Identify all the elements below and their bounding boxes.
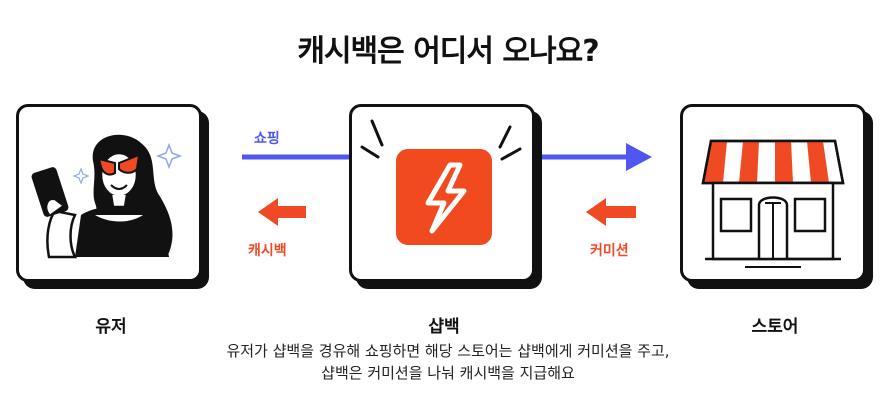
caption-line-1: 유저가 샵백을 경유해 쇼핑하면 해당 스토어는 샵백에게 커미션을 주고, [226,342,670,360]
store-label: 스토어 [751,317,799,337]
commission-flow-label: 커미션 [590,243,629,259]
commission-arrow-body [604,206,636,218]
store-icon [701,139,845,268]
shopping-flow-label: 쇼핑 [254,131,280,147]
user-card [16,104,202,282]
shopback-card [349,104,535,282]
commission-arrow-head [586,198,606,226]
cashback-flow-label: 캐시백 [248,243,287,259]
shopback-logo-icon [360,119,522,245]
explanation-caption: 유저가 샵백을 경유해 쇼핑하면 해당 스토어는 샵백에게 커미션을 주고, 샵… [0,340,896,384]
caption-line-2: 샵백은 커미션을 나눠 캐시백을 지급해요 [321,364,575,382]
user-with-phone-icon [31,134,183,259]
cashback-arrow-head [258,198,278,226]
cashback-arrow-body [276,206,306,218]
user-label: 유저 [95,317,127,337]
page-title: 캐시백은 어디서 오나요? [297,34,599,69]
shopping-arrow-head [626,143,652,171]
store-card [680,104,866,282]
shopback-label: 샵백 [428,317,460,337]
